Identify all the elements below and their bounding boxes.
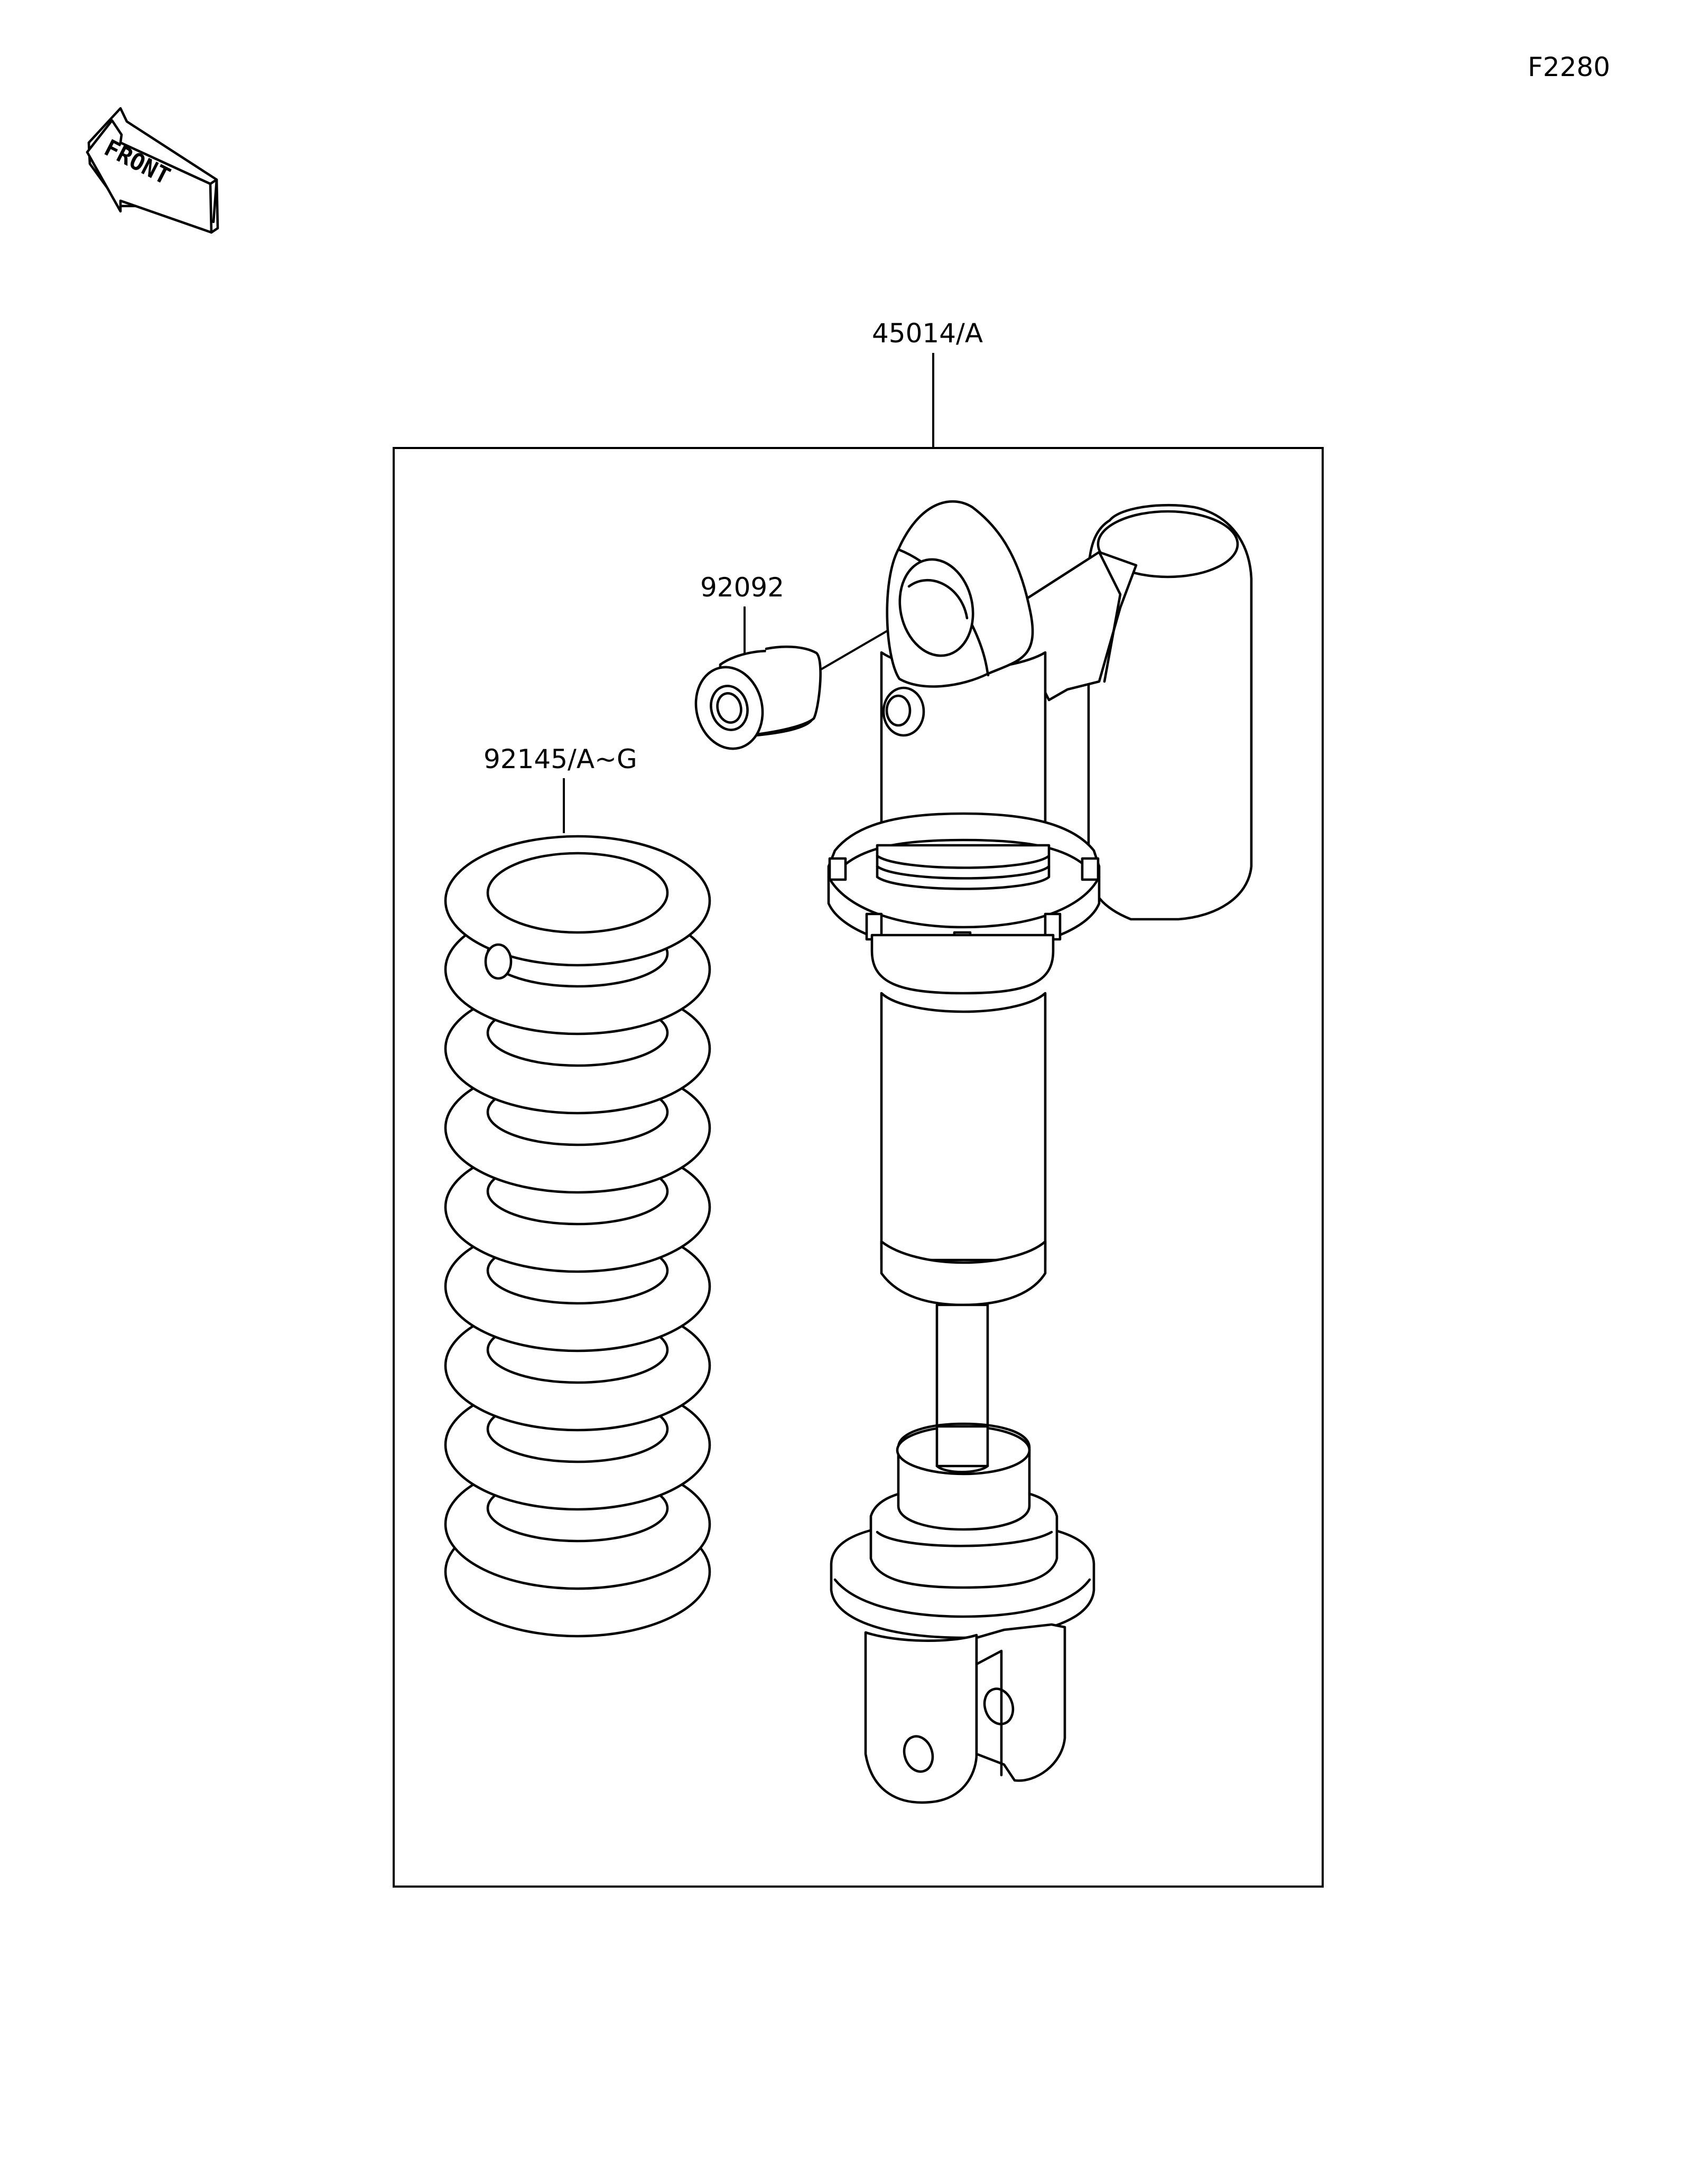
part-label-92145: 92145/A~G xyxy=(484,744,637,774)
part-label-45014: 45014/A xyxy=(872,318,983,349)
part-label-92092: 92092 xyxy=(700,572,784,603)
shock-lower-tube xyxy=(880,992,1047,1262)
figure-code: F2280 xyxy=(1528,52,1610,82)
coil-spring xyxy=(444,835,711,1638)
front-direction-arrow-icon: FRONT xyxy=(86,107,219,234)
lower-clevis xyxy=(864,1631,978,1804)
collar-bushing xyxy=(694,645,822,750)
assembly-frame xyxy=(393,447,1324,1888)
reservoir xyxy=(1087,503,1253,921)
shock-absorber xyxy=(827,500,1253,1804)
